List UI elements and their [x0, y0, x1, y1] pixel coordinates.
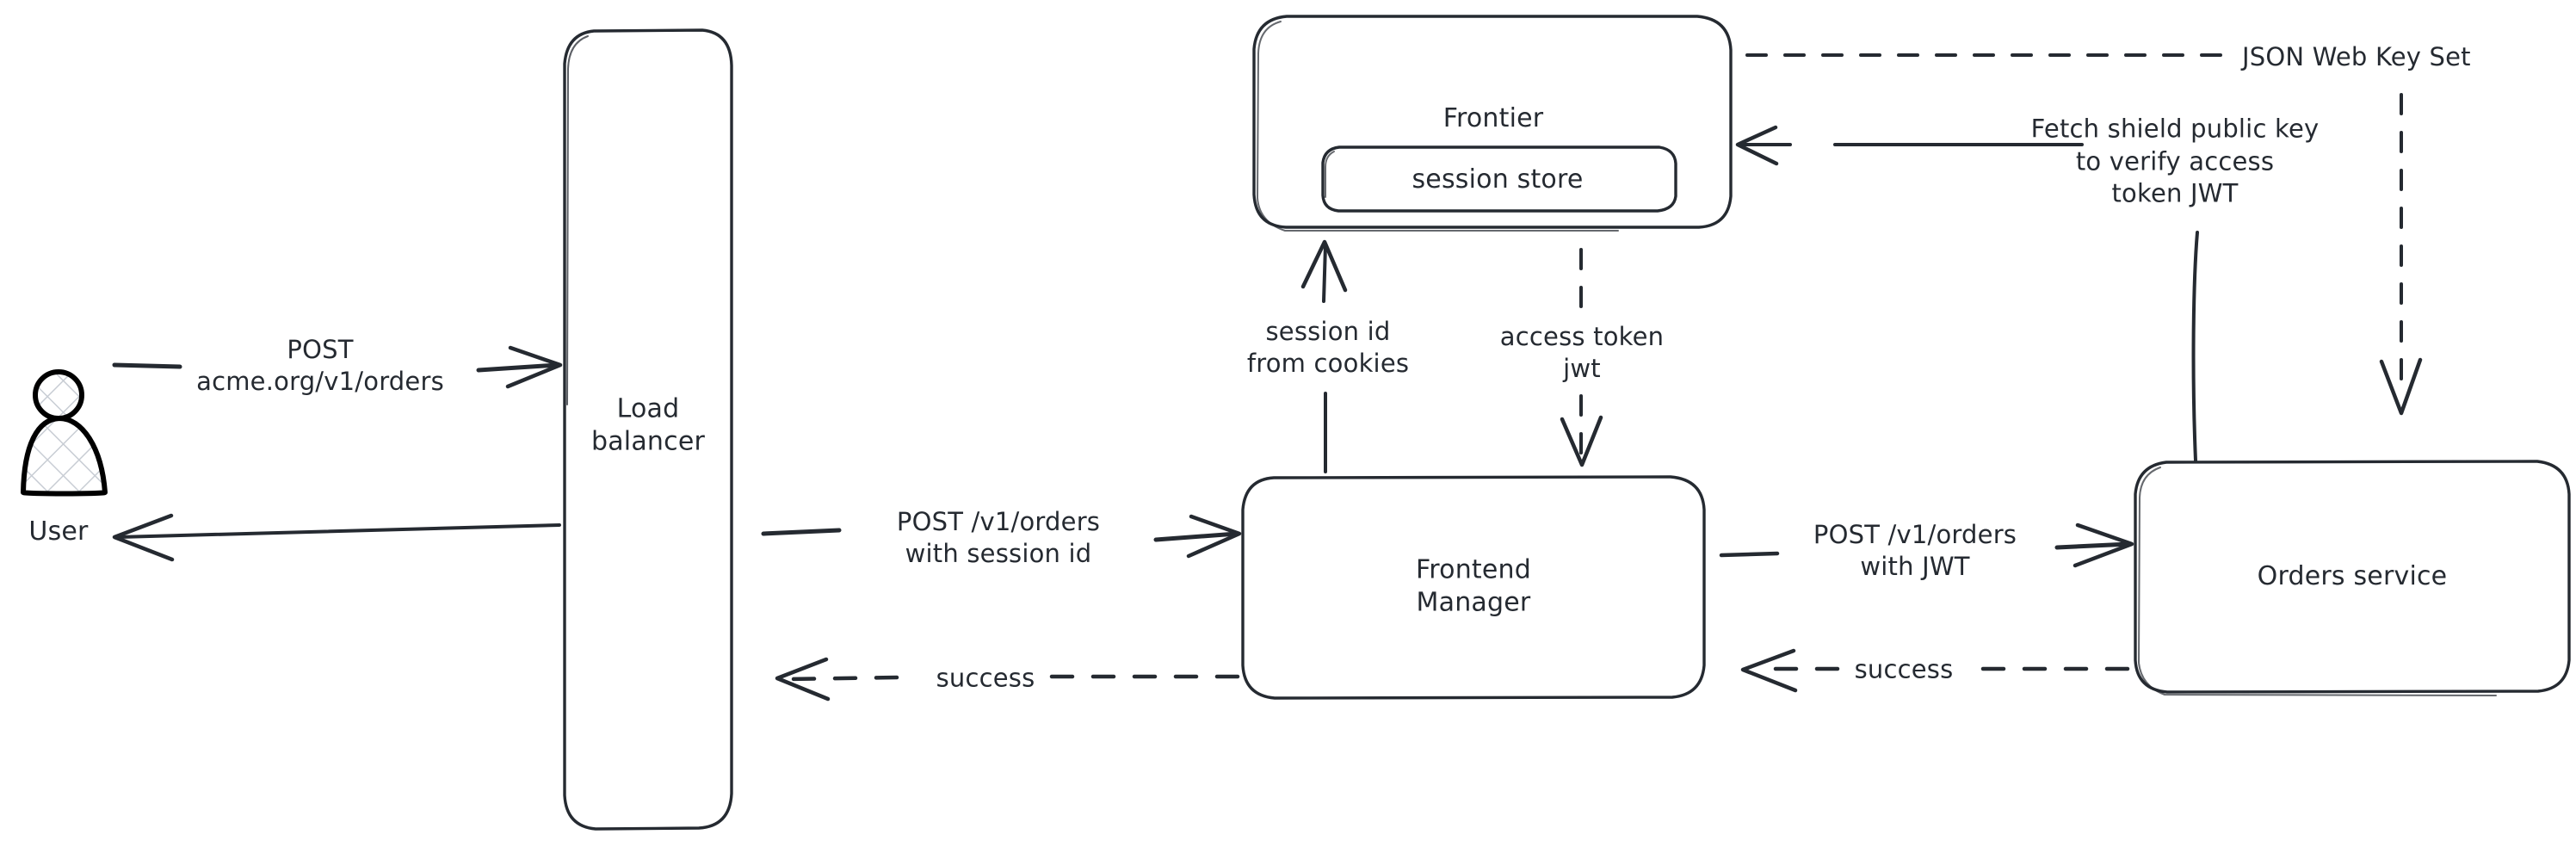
frontend-manager-node [1241, 475, 1706, 700]
edge-lb-to-user [112, 513, 561, 562]
frontier-node [1252, 15, 1733, 232]
edge-orders-to-frontier [1735, 125, 2199, 462]
load-balancer-node [563, 28, 733, 831]
edge-fm-to-lb [775, 657, 1240, 702]
edge-fm-to-orders [1719, 522, 2134, 568]
edge-fm-to-frontier [1300, 239, 1348, 473]
edge-orders-to-fm [1740, 648, 2130, 693]
edge-lb-to-fm [761, 514, 1242, 559]
session-store-node [1321, 145, 1677, 213]
user-person-icon [21, 369, 108, 497]
edge-frontier-to-fm [1560, 248, 1603, 467]
edge-frontier-to-orders [1745, 53, 2423, 416]
edge-user-to-lb [112, 345, 563, 389]
orders-service-node [2134, 460, 2571, 696]
